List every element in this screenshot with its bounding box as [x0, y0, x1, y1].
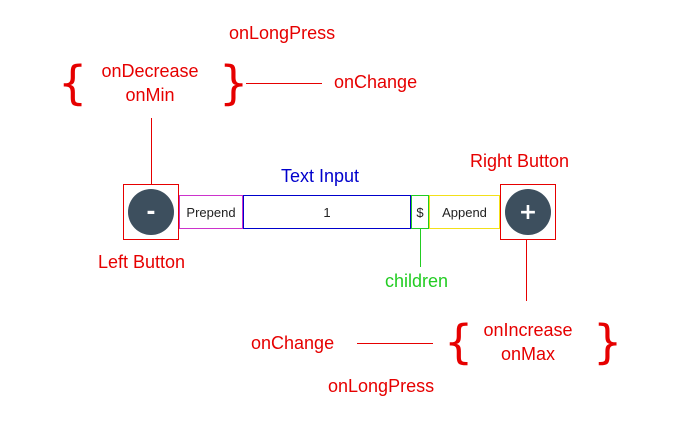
bottom-handler-stack: onIncrease onMax — [466, 318, 590, 366]
right-button-frame: + — [500, 184, 556, 240]
prepend-box: Prepend — [179, 195, 243, 229]
plus-button[interactable]: + — [505, 189, 551, 235]
bottom-long-press-label: onLongPress — [328, 376, 435, 396]
top-handler-stack: onDecrease onMin — [88, 59, 212, 107]
left-button-label: Left Button — [98, 252, 186, 272]
right-button-connector — [526, 240, 527, 301]
on-min-label: onMin — [125, 85, 175, 105]
on-increase-label: onIncrease — [483, 320, 573, 340]
top-open-brace: { — [58, 56, 88, 110]
top-change-label: onChange — [334, 72, 418, 92]
append-box: Append — [429, 195, 500, 229]
top-long-press-label: onLongPress — [229, 23, 336, 43]
top-close-brace: } — [219, 56, 249, 110]
top-change-connector — [246, 83, 322, 84]
bottom-open-brace: { — [444, 315, 474, 369]
on-decrease-label: onDecrease — [101, 61, 199, 81]
left-button-frame: - — [123, 184, 179, 240]
bottom-change-label: onChange — [251, 333, 335, 353]
bottom-close-brace: } — [593, 315, 623, 369]
text-input-label: Text Input — [281, 166, 360, 186]
left-button-connector — [151, 118, 152, 184]
children-label: children — [385, 271, 449, 291]
right-button-label: Right Button — [470, 151, 570, 171]
text-input[interactable]: 1 — [243, 195, 411, 229]
children-box: $ — [411, 195, 429, 229]
children-connector — [420, 229, 421, 267]
on-max-label: onMax — [500, 344, 556, 364]
bottom-change-connector — [357, 343, 433, 344]
minus-button[interactable]: - — [128, 189, 174, 235]
